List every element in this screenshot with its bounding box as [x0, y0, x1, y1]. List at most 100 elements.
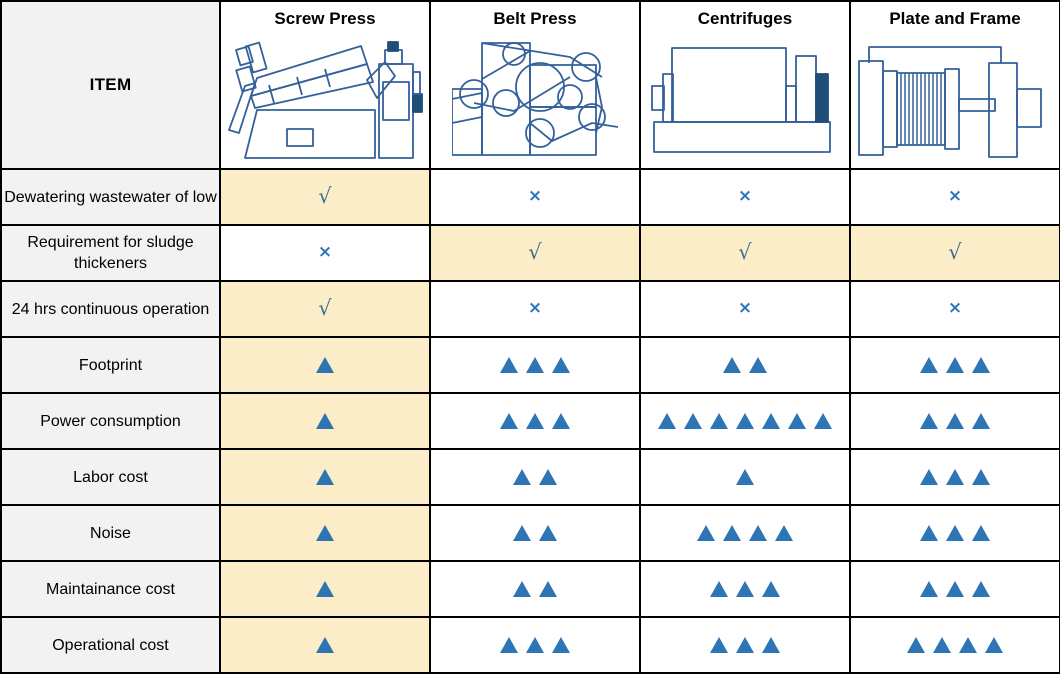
- rating-triangle-group: [851, 338, 1059, 392]
- table-row: Noise: [0, 504, 1060, 562]
- triangle-icon: [920, 525, 938, 541]
- table-row: Labor cost: [0, 448, 1060, 506]
- triangle-icon: [972, 525, 990, 541]
- triangle-icon: [316, 469, 334, 485]
- rating-triangle-group: [221, 506, 429, 560]
- rating-cell: [639, 448, 851, 506]
- rating-cell: [639, 560, 851, 618]
- table-row: 24 hrs continuous operation√×××: [0, 280, 1060, 338]
- rating-triangle-group: [221, 338, 429, 392]
- check-icon-cell: √: [219, 168, 431, 226]
- cross-icon-cell: ×: [429, 168, 641, 226]
- cross-icon: ×: [737, 186, 753, 206]
- table-header-row: ITEM Screw Press: [0, 0, 1060, 170]
- rating-cell: [639, 336, 851, 394]
- rating-triangle-group: [851, 562, 1059, 616]
- triangle-icon: [526, 637, 544, 653]
- triangle-icon: [762, 581, 780, 597]
- triangle-icon: [920, 469, 938, 485]
- triangle-icon: [985, 637, 1003, 653]
- check-icon: √: [738, 240, 752, 264]
- triangle-icon: [762, 637, 780, 653]
- triangle-icon: [552, 413, 570, 429]
- triangle-icon: [710, 637, 728, 653]
- triangle-icon: [920, 581, 938, 597]
- triangle-icon: [814, 413, 832, 429]
- rating-triangle-group: [431, 450, 639, 504]
- rating-cell: [429, 616, 641, 674]
- column-header-centrifuges: Centrifuges: [639, 0, 851, 170]
- triangle-icon: [946, 581, 964, 597]
- column-title-plate-and-frame: Plate and Frame: [889, 9, 1021, 28]
- triangle-icon: [500, 413, 518, 429]
- triangle-icon: [513, 469, 531, 485]
- triangle-icon: [736, 413, 754, 429]
- rating-triangle-group: [641, 562, 849, 616]
- row-label: Maintainance cost: [0, 560, 221, 618]
- rating-triangle-group: [851, 450, 1059, 504]
- belt-press-diagram: [431, 32, 639, 168]
- triangle-icon: [513, 525, 531, 541]
- triangle-icon: [316, 525, 334, 541]
- check-icon: √: [318, 296, 332, 320]
- rating-triangle-group: [221, 618, 429, 672]
- triangle-icon: [513, 581, 531, 597]
- column-header-plate-and-frame: Plate and Frame: [849, 0, 1060, 170]
- column-title-screw-press: Screw Press: [274, 9, 376, 28]
- row-label: Labor cost: [0, 448, 221, 506]
- rating-cell: [429, 560, 641, 618]
- rating-triangle-group: [641, 338, 849, 392]
- triangle-icon: [775, 525, 793, 541]
- triangle-icon: [500, 357, 518, 373]
- row-label: Power consumption: [0, 392, 221, 450]
- rating-triangle-group: [431, 394, 639, 448]
- table-row: Operational cost: [0, 616, 1060, 674]
- rating-triangle-group: [641, 618, 849, 672]
- cross-icon-cell: ×: [429, 280, 641, 338]
- rating-triangle-group: [431, 562, 639, 616]
- check-icon-cell: √: [429, 224, 641, 282]
- rating-cell: [219, 616, 431, 674]
- rating-triangle-group: [221, 394, 429, 448]
- triangle-icon: [526, 357, 544, 373]
- triangle-icon: [658, 413, 676, 429]
- rating-cell: [219, 336, 431, 394]
- rating-triangle-group: [431, 506, 639, 560]
- rating-triangle-group: [641, 506, 849, 560]
- rating-cell: [219, 392, 431, 450]
- triangle-icon: [972, 581, 990, 597]
- triangle-icon: [972, 413, 990, 429]
- triangle-icon: [552, 357, 570, 373]
- triangle-icon: [920, 357, 938, 373]
- triangle-icon: [762, 413, 780, 429]
- triangle-icon: [946, 413, 964, 429]
- triangle-icon: [736, 637, 754, 653]
- triangle-icon: [539, 525, 557, 541]
- check-icon-cell: √: [849, 224, 1060, 282]
- table-row: Dewatering wastewater of low√×××: [0, 168, 1060, 226]
- triangle-icon: [316, 357, 334, 373]
- check-icon: √: [318, 184, 332, 208]
- rating-cell: [849, 392, 1060, 450]
- triangle-icon: [959, 637, 977, 653]
- rating-cell: [219, 504, 431, 562]
- row-label: 24 hrs continuous operation: [0, 280, 221, 338]
- triangle-icon: [920, 413, 938, 429]
- rating-cell: [429, 336, 641, 394]
- column-header-screw-press: Screw Press: [219, 0, 431, 170]
- rating-cell: [429, 448, 641, 506]
- rating-cell: [219, 448, 431, 506]
- rating-triangle-group: [431, 338, 639, 392]
- rating-triangle-group: [851, 394, 1059, 448]
- rating-triangle-group: [431, 618, 639, 672]
- check-icon: √: [528, 240, 542, 264]
- cross-icon-cell: ×: [639, 168, 851, 226]
- rating-cell: [429, 392, 641, 450]
- triangle-icon: [723, 525, 741, 541]
- table-row: Maintainance cost: [0, 560, 1060, 618]
- triangle-icon: [316, 413, 334, 429]
- triangle-icon: [723, 357, 741, 373]
- cross-icon: ×: [947, 186, 963, 206]
- triangle-icon: [972, 357, 990, 373]
